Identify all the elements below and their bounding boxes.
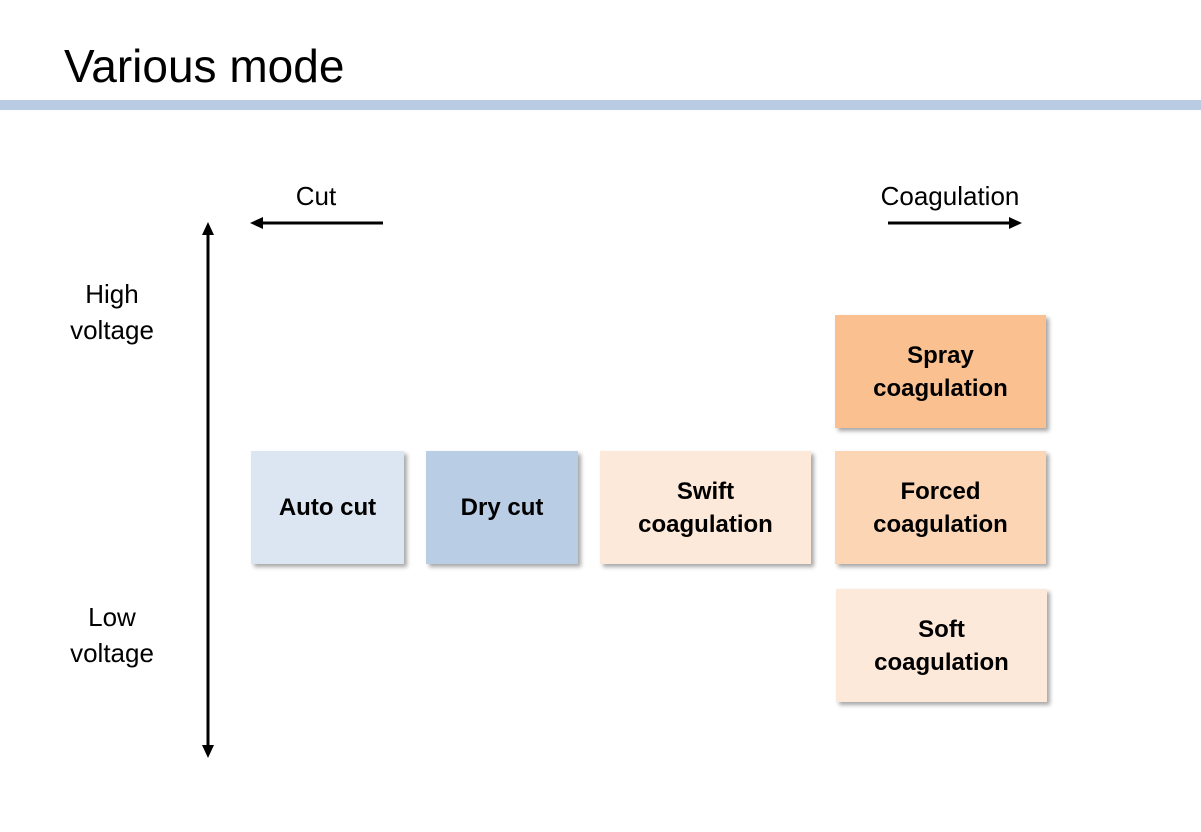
voltage-axis-arrow xyxy=(202,222,214,758)
slide-title: Various mode xyxy=(64,40,345,92)
forced-coagulation-box: Forced coagulation xyxy=(835,451,1046,564)
cut-label: Cut xyxy=(295,181,337,211)
dry-cut-box: Dry cut xyxy=(426,451,578,564)
low-voltage-label: Low voltage xyxy=(70,602,154,668)
swift-coagulation-box: Swift coagulation xyxy=(600,451,811,564)
title-rule xyxy=(0,100,1201,110)
soft-coagulation-box: Soft coagulation xyxy=(836,589,1047,702)
auto-cut-box: Auto cut xyxy=(251,451,404,564)
spray-coagulation-box: Spray coagulation xyxy=(835,315,1046,428)
high-voltage-label: High voltage xyxy=(70,279,154,345)
coagulation-label: Coagulation xyxy=(880,181,1020,211)
coagulation-arrow xyxy=(888,217,1022,229)
cut-arrow xyxy=(250,217,383,229)
